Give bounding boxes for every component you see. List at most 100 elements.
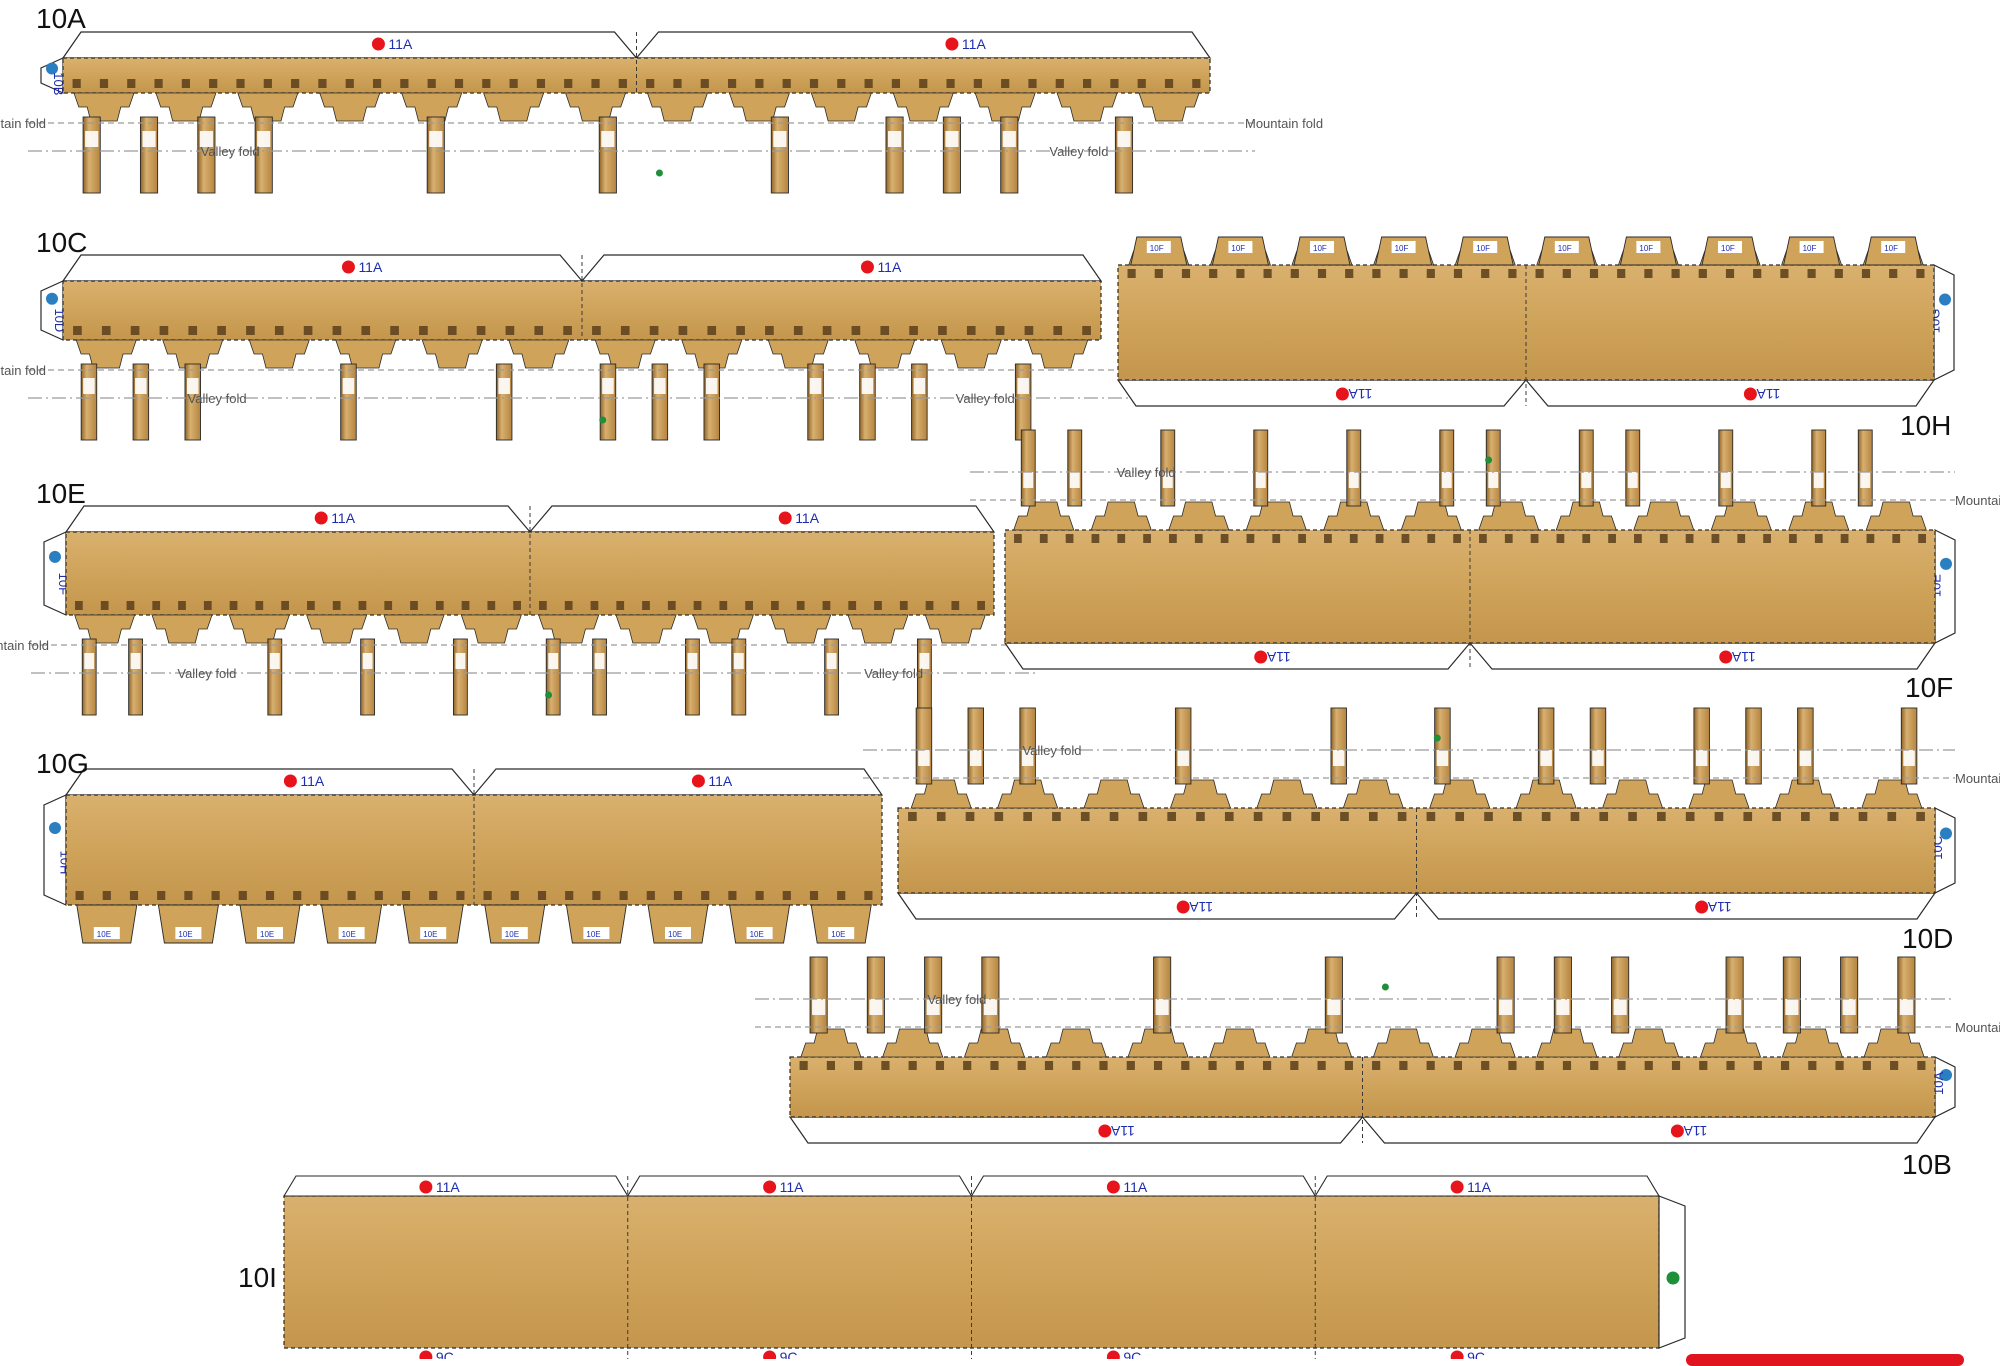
bracket-tooth (1743, 812, 1753, 821)
bracket-tooth (1530, 534, 1539, 543)
bracket-tooth (75, 891, 84, 900)
bracket-tooth (1290, 269, 1299, 278)
bracket-tooth (1053, 326, 1063, 335)
corbel-bracket (1781, 1028, 1843, 1058)
glue-label: 9C (436, 1349, 454, 1359)
bracket-tooth (1512, 812, 1522, 821)
tab-window (420, 927, 447, 939)
glue-window (1348, 472, 1359, 488)
corbel-bracket (74, 614, 136, 644)
valley-fold-label: Valley fold (864, 666, 923, 681)
post-tab (885, 116, 904, 194)
corbel-bracket (1045, 1028, 1107, 1058)
bracket-tooth (1541, 812, 1551, 821)
tab-label: 10E (586, 930, 600, 939)
bracket-tooth (1083, 79, 1092, 88)
glue-label: 11A (358, 259, 383, 275)
mountain-fold-label: Mountain fold (1955, 1020, 2000, 1035)
bracket-tooth (1110, 79, 1119, 88)
glue-window (969, 750, 982, 766)
red-dot-icon (1450, 1180, 1464, 1194)
glue-window (1021, 750, 1034, 766)
bracket-tooth (419, 326, 428, 335)
bracket-tooth (1657, 812, 1666, 821)
post-tab (452, 638, 468, 716)
glue-window (1720, 472, 1731, 488)
red-dot-icon (763, 1350, 777, 1359)
glue-label: 11A (1756, 386, 1781, 402)
bracket-tooth (755, 891, 764, 900)
bottom-tab (76, 904, 138, 944)
bracket-tooth (755, 79, 764, 88)
bracket-tooth (1052, 812, 1061, 821)
bracket-tooth (1246, 534, 1255, 543)
glue-window (1069, 472, 1080, 488)
green-dot-icon (1381, 983, 1389, 991)
bracket-tooth (435, 601, 444, 610)
tab-window (93, 927, 120, 939)
post-tab (1434, 707, 1451, 785)
bracket-tooth (881, 1061, 890, 1070)
glue-window (1017, 378, 1029, 394)
glue-window (498, 378, 510, 394)
glue-label: 11A (1123, 1179, 1148, 1195)
bracket-tooth (1208, 1061, 1217, 1070)
bracket-tooth (966, 326, 976, 335)
post-tab (360, 638, 376, 716)
post-tab (1611, 956, 1630, 1034)
bracket-tooth (1272, 534, 1281, 543)
glue-label: 11A (708, 773, 733, 789)
tab-window (1473, 241, 1498, 253)
bracket-tooth (1023, 812, 1032, 821)
tab-label: 10F (1639, 244, 1653, 253)
tab-label: 10F (1476, 244, 1490, 253)
glue-window (1695, 750, 1708, 766)
corbel-bracket (1245, 501, 1307, 531)
corbel-bracket (73, 92, 135, 122)
bracket-tooth (1861, 269, 1871, 278)
bracket-tooth (782, 891, 791, 900)
post-tab (1589, 707, 1607, 785)
bracket-tooth (646, 79, 655, 88)
post-tab (82, 116, 101, 194)
red-bottom-tab (1686, 1354, 1964, 1366)
bracket-tooth (719, 601, 728, 610)
bracket-tooth (347, 891, 356, 900)
glue-window (135, 378, 147, 394)
bracket-tooth (619, 891, 628, 900)
bracket-tooth (1399, 269, 1408, 278)
bracket-tooth (211, 891, 220, 900)
bracket-tooth (1582, 534, 1591, 543)
bracket-tooth (429, 891, 438, 900)
bracket-tooth (1644, 269, 1653, 278)
glue-window (1747, 750, 1760, 766)
mountain-fold-label: Mountain fold (1245, 116, 1323, 131)
bracket-tooth (1917, 1061, 1926, 1070)
tab-window (1146, 241, 1171, 253)
corbel-bracket (997, 779, 1059, 809)
bracket-tooth (1711, 534, 1720, 543)
green-dot-icon (1433, 734, 1441, 742)
bracket-tooth (1808, 1061, 1817, 1070)
tab-label: 10F (1150, 244, 1164, 253)
bracket-tooth (874, 601, 882, 610)
corbel-bracket (810, 92, 872, 122)
glue-label: 11A (300, 773, 325, 789)
bracket-tooth (592, 326, 601, 335)
bracket-tooth (1082, 326, 1091, 335)
bracket-tooth (263, 79, 272, 88)
post-tab (1725, 956, 1744, 1034)
side-tab-label: 10B (51, 72, 66, 95)
glue-window (342, 378, 355, 394)
corbel-bracket (1536, 1028, 1598, 1058)
bracket-tooth (1317, 1061, 1326, 1070)
glue-window (1903, 750, 1915, 766)
bracket-tooth (1508, 269, 1517, 278)
bracket-tooth (616, 601, 625, 610)
bracket-tooth (973, 79, 982, 88)
bracket-tooth (799, 1061, 808, 1070)
post-tab (1578, 429, 1594, 507)
bracket-tooth (1714, 812, 1724, 821)
bracket-tooth (1235, 1061, 1244, 1070)
